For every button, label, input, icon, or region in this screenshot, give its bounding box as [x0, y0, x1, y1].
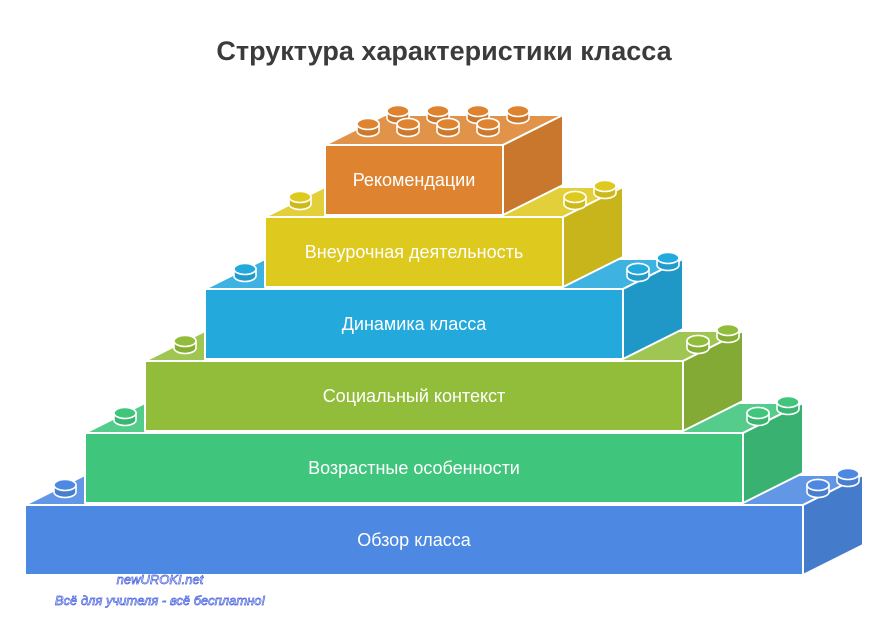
stud-icon [113, 406, 137, 427]
stud-icon [173, 334, 197, 355]
stud-icon [626, 262, 650, 283]
stud-icon [436, 117, 460, 138]
level-label: Динамика класса [342, 314, 487, 334]
brick-front-face [24, 504, 804, 576]
watermark-site: newUROKI.net [117, 572, 205, 587]
stud-icon [593, 179, 617, 200]
brick-front-face [204, 288, 624, 360]
stud-icon [776, 395, 800, 416]
stud-icon [233, 262, 257, 283]
stud-icon [356, 117, 380, 138]
page-title: Структура характеристики класса [216, 36, 672, 66]
brick-level-1: Рекомендации [324, 104, 564, 216]
brick-pyramid: Обзор класса Возрастные особенности Социал… [24, 104, 864, 576]
level-label: Внеурочная деятельность [305, 242, 523, 262]
level-label: Рекомендации [353, 170, 476, 190]
stud-icon [288, 190, 312, 211]
stud-icon [716, 323, 740, 344]
stud-icon [686, 334, 710, 355]
stud-icon [476, 117, 500, 138]
stud-icon [53, 478, 77, 499]
stud-icon [563, 190, 587, 211]
stud-icon [506, 104, 530, 125]
brick-front-face [264, 216, 564, 288]
brick-front-face [84, 432, 744, 504]
watermark: newUROKI.net Всё для учителя - всё беспл… [55, 572, 266, 609]
level-label: Возрастные особенности [308, 458, 520, 478]
stud-icon [396, 117, 420, 138]
brick-front-face [144, 360, 684, 432]
brick-front-face [324, 144, 504, 216]
stud-icon [656, 251, 680, 272]
level-label: Социальный контекст [323, 386, 506, 406]
stud-icon [806, 478, 830, 499]
stud-icon [836, 467, 860, 488]
level-label: Обзор класса [357, 530, 472, 550]
stud-icon [746, 406, 770, 427]
watermark-slogan: Всё для учителя - всё бесплатно! [55, 593, 266, 608]
